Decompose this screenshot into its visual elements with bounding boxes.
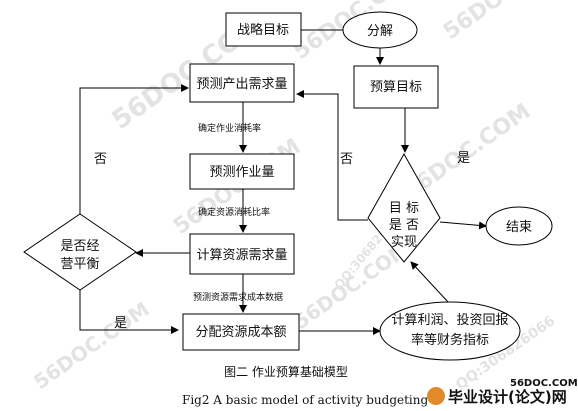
- node-end: [485, 206, 553, 246]
- node-forecast-activity: [189, 153, 295, 190]
- edge-balance-no-forecast: [79, 84, 189, 214]
- node-balance-decision: [23, 213, 137, 291]
- edge-target-end: [439, 221, 487, 230]
- edge-label-yes-right: 是: [457, 151, 470, 166]
- node-labels: 战略目标 分解 预算目标 预测产出需求量 预测作业量 计算资源需求量 分配资源成…: [60, 22, 532, 348]
- edge-labels: 确定作业消耗率 确定资源消耗比率 预测资源需求成本数据 否 否 是 是: [94, 122, 470, 331]
- node-financial-indicators: [379, 301, 521, 361]
- label-forecast-activity: 预测作业量: [209, 165, 274, 180]
- node-budget-target: [353, 65, 439, 109]
- node-target-decision: [367, 152, 441, 263]
- edge-label-no-left: 否: [94, 152, 107, 167]
- node-forecast-demand: [189, 63, 295, 103]
- footer-logo: 56DOC.COM 毕业设计(论文)网: [427, 378, 578, 406]
- caption-english: Fig2 A basic model of activity budgeting: [182, 393, 428, 407]
- edge-target-no-forecast: [296, 90, 368, 221]
- node-strategy-target: [225, 12, 302, 47]
- label-budget-target: 预算目标: [370, 80, 422, 95]
- footer-site-text: 56DOC.COM: [510, 378, 578, 389]
- label-balance-line1: 是否经: [60, 239, 99, 254]
- edge-indicators-target: [410, 261, 449, 303]
- edge-balance-yes-allocate: [79, 290, 179, 334]
- label-strategy-target: 战略目标: [237, 22, 289, 38]
- logo-emblem-icon: [427, 387, 445, 405]
- footer-logo-text: 毕业设计(论文)网: [448, 388, 567, 406]
- label-balance-line2: 营平衡: [60, 257, 99, 272]
- label-target-line1: 目 标: [389, 201, 419, 216]
- node-calc-resource: [189, 233, 295, 275]
- label-end: 结束: [506, 220, 532, 235]
- edge-label-resource-rate: 确定资源消耗比率: [198, 206, 270, 218]
- label-target-line2: 是 否: [389, 218, 419, 233]
- label-calc-resource: 计算资源需求量: [196, 248, 287, 263]
- watermark-brand: 56DOC.COM: [439, 0, 575, 45]
- node-allocate-cost: [182, 313, 300, 351]
- node-decompose: [342, 11, 418, 49]
- label-allocate-cost: 分配资源成本额: [195, 325, 286, 340]
- label-target-line3: 实现: [391, 235, 417, 250]
- edge-label-activity-rate: 确定作业消耗率: [198, 122, 261, 134]
- label-decompose: 分解: [367, 24, 393, 39]
- connectors: [79, 29, 487, 335]
- label-indicators-line1: 计算利润、投资回报: [391, 312, 508, 328]
- edge-label-yes-bottom: 是: [114, 316, 127, 331]
- label-forecast-demand: 预测产出需求量: [196, 77, 287, 92]
- nodes: [23, 11, 553, 361]
- edge-label-no-middle: 否: [340, 152, 353, 167]
- figure-caption: 图二 作业预算基础模型 Fig2 A basic model of activi…: [182, 364, 428, 407]
- edge-label-resource-cost-data: 预测资源需求成本数据: [193, 291, 283, 303]
- watermark-brand: 56DOC.COM: [29, 297, 154, 394]
- label-indicators-line2: 率等财务指标: [411, 332, 489, 348]
- caption-chinese: 图二 作业预算基础模型: [224, 364, 348, 379]
